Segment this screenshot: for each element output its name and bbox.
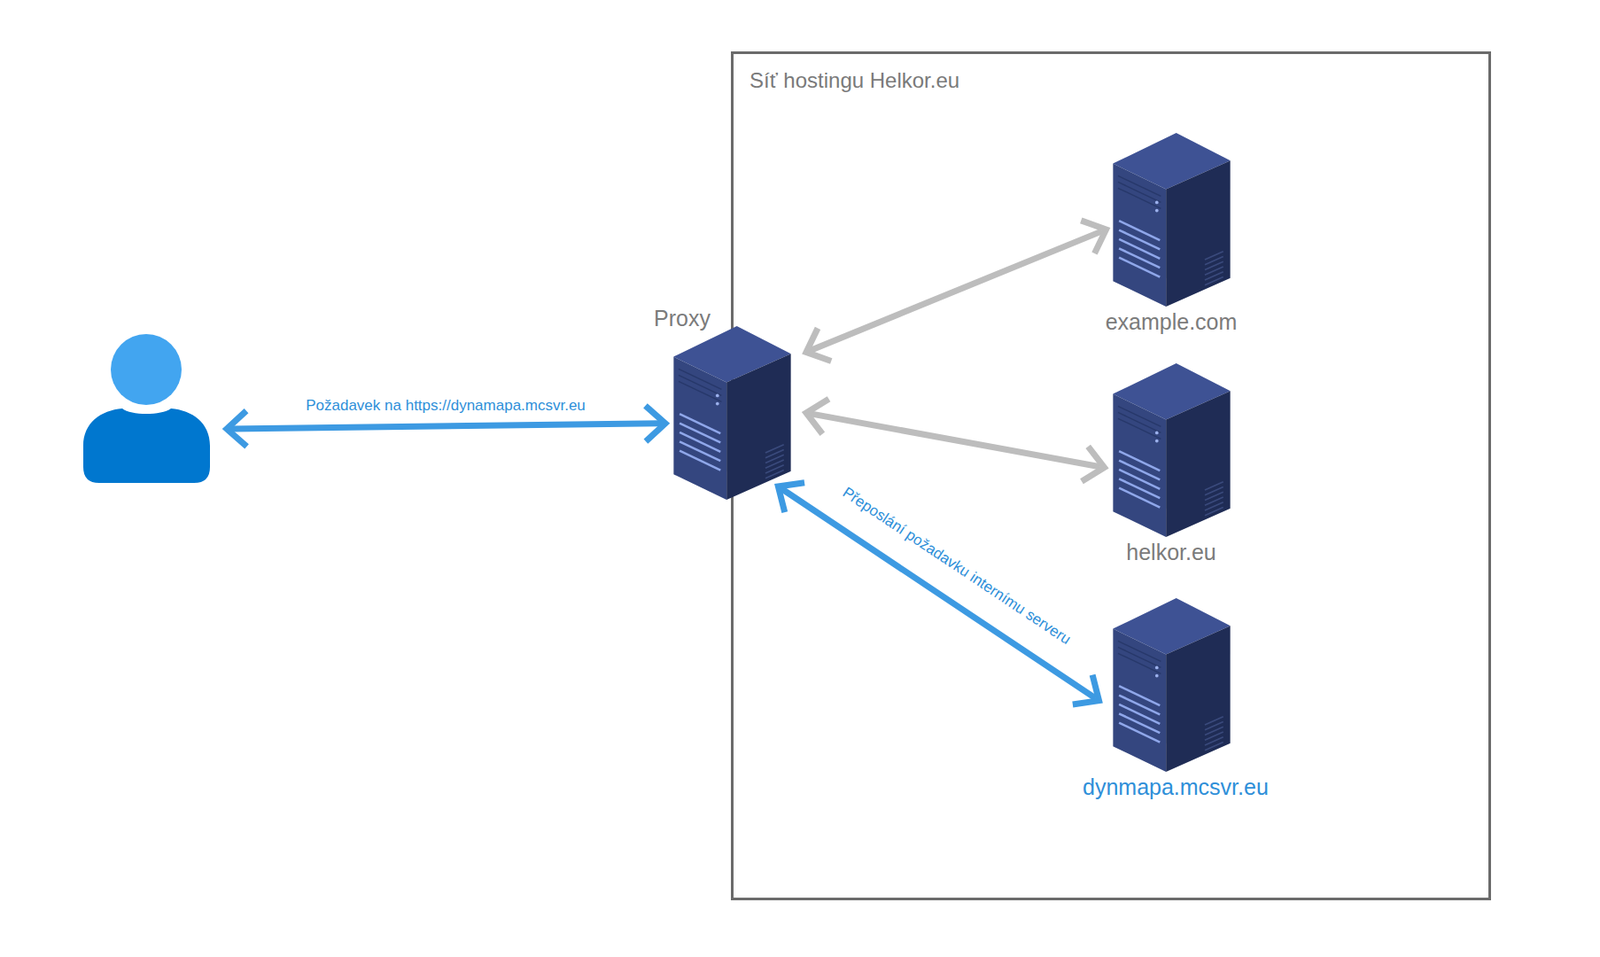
- server-icon: [1112, 132, 1231, 307]
- user-node: [83, 333, 210, 483]
- network-region: Síť hostingu Helkor.eu example.com helkor.…: [730, 51, 1492, 901]
- server-label: helkor.eu: [1082, 538, 1260, 566]
- server-icon: [673, 326, 792, 500]
- region-title: Síť hostingu Helkor.eu: [749, 68, 960, 94]
- server-icon: [1112, 363, 1231, 537]
- server-node: helkor.eu: [1082, 363, 1260, 566]
- connector-arrow: [806, 220, 1107, 362]
- server-node: example.com: [1082, 132, 1260, 335]
- server-node: Proxy: [653, 304, 792, 500]
- proxy-label: Proxy: [653, 304, 792, 332]
- edge-label: Přeposlání požadavku internímu serveru: [839, 483, 1075, 649]
- user-icon: [83, 333, 210, 483]
- server-label: example.com: [1082, 308, 1260, 335]
- server-label: dynmapa.mcsvr.eu: [1082, 773, 1260, 800]
- server-icon: [1112, 598, 1231, 772]
- server-node: dynmapa.mcsvr.eu: [1082, 598, 1260, 800]
- connector-arrow: [806, 398, 1105, 482]
- connector-arrow: [777, 482, 1099, 705]
- edge-label: Požadavek na https://dynamapa.mcsvr.eu: [305, 396, 586, 415]
